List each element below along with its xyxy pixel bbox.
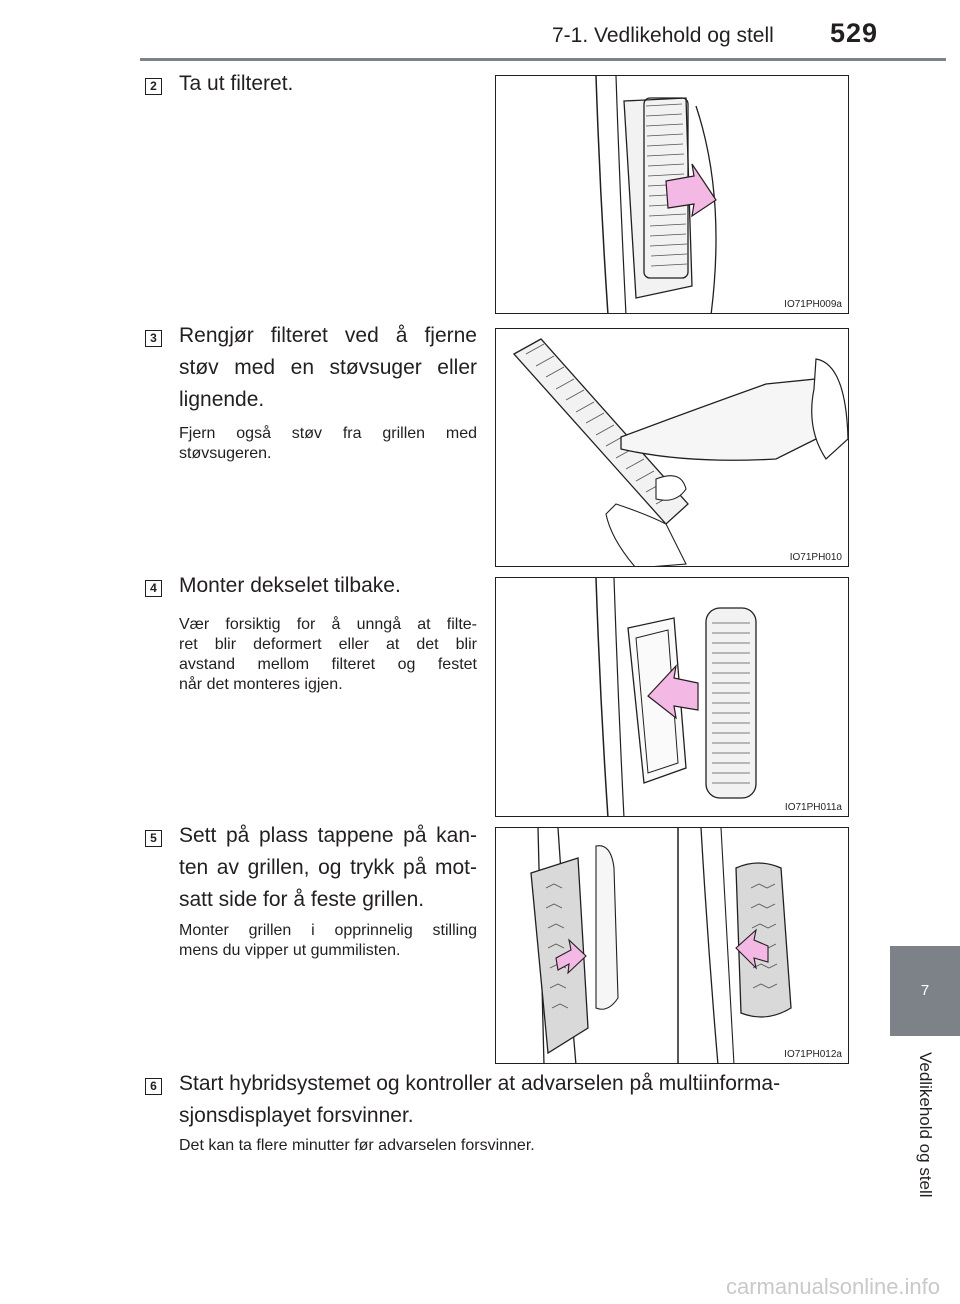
chapter-side-tab[interactable]: 7 Vedlikehold og stell: [890, 946, 960, 1304]
step-3-title-line: Rengjør filteret ved å fjerne: [179, 324, 477, 347]
step-5-title-line: Sett på plass tappene på kan-: [179, 824, 477, 847]
step-3-badge: 3: [145, 330, 162, 347]
step-4-badge: 4: [145, 580, 162, 597]
step-2-title: Ta ut filteret.: [179, 72, 294, 95]
step-3-title: Rengjør filteret ved å fjerne støv med e…: [179, 320, 477, 416]
figure-reinstall-cover: IO71PH011a: [495, 577, 849, 817]
grille-attach-illustration: [530, 828, 792, 1063]
step-5-title-line: satt side for å feste grillen.: [179, 888, 425, 911]
step-3-title-line: støv med en støvsuger eller: [179, 356, 477, 379]
cover-reinstall-illustration: [595, 578, 757, 816]
step-4-note-line: avstand mellom filteret og festet: [179, 656, 477, 673]
chapter-number: 7: [890, 946, 960, 1036]
filter-removal-illustration: [595, 76, 717, 313]
figure-code: IO71PH009a: [784, 299, 842, 310]
step-6-title: Start hybridsystemet og kontroller at ad…: [179, 1068, 849, 1132]
figure-code: IO71PH011a: [784, 802, 842, 813]
step-5-note: Monter grillen i opprinnelig stilling me…: [179, 921, 477, 961]
step-4-note-line: Vær forsiktig for å unngå at filte-: [179, 616, 477, 633]
step-3-note: Fjern også støv fra grillen med støvsuge…: [179, 424, 477, 464]
page-number: 529: [830, 18, 879, 48]
header-rule: [140, 58, 946, 61]
step-5-badge: 5: [145, 830, 162, 847]
figure-attach-grille: IO71PH012a: [495, 827, 849, 1064]
step-5-title-line: ten av grillen, og trykk på mot-: [179, 856, 477, 879]
step-5-note-line: mens du vipper ut gummilisten.: [179, 942, 401, 959]
step-4-note-line: ret blir deformert eller at det blir: [179, 636, 477, 653]
step-4-note-line: når det monteres igjen.: [179, 676, 343, 693]
figure-clean-filter: IO71PH010: [495, 328, 849, 567]
step-4-title: Monter dekselet tilbake.: [179, 574, 401, 597]
step-6-badge: 6: [145, 1078, 162, 1095]
chapter-title: Vedlikehold og stell: [916, 1052, 935, 1198]
chapter-title-box: Vedlikehold og stell: [890, 1040, 960, 1304]
step-3-note-line: Fjern også støv fra grillen med: [179, 425, 477, 442]
section-title: 7-1. Vedlikehold og stell: [552, 24, 774, 47]
figure-code: IO71PH012a: [784, 1049, 842, 1060]
step-5-title: Sett på plass tappene på kan- ten av gri…: [179, 820, 477, 916]
figure-code: IO71PH010: [789, 552, 842, 563]
step-3-note-line: støvsugeren.: [179, 445, 272, 462]
step-2-badge: 2: [145, 78, 162, 95]
step-6-note: Det kan ta flere minutter før advarselen…: [179, 1137, 535, 1154]
vacuum-cleaning-illustration: [512, 338, 848, 566]
watermark: carmanualsonline.info: [726, 1274, 941, 1299]
step-6-title-line: sjonsdisplayet forsvinner.: [179, 1104, 414, 1127]
page-header: 7-1. Vedlikehold og stell 529: [0, 0, 960, 61]
step-3-title-line: lignende.: [179, 388, 265, 411]
step-6-title-line: Start hybridsystemet og kontroller at ad…: [179, 1072, 781, 1095]
step-5-note-line: Monter grillen i opprinnelig stilling: [179, 922, 477, 939]
figure-remove-filter: IO71PH009a: [495, 75, 849, 314]
step-4-note: Vær forsiktig for å unngå at filte- ret …: [179, 615, 477, 695]
